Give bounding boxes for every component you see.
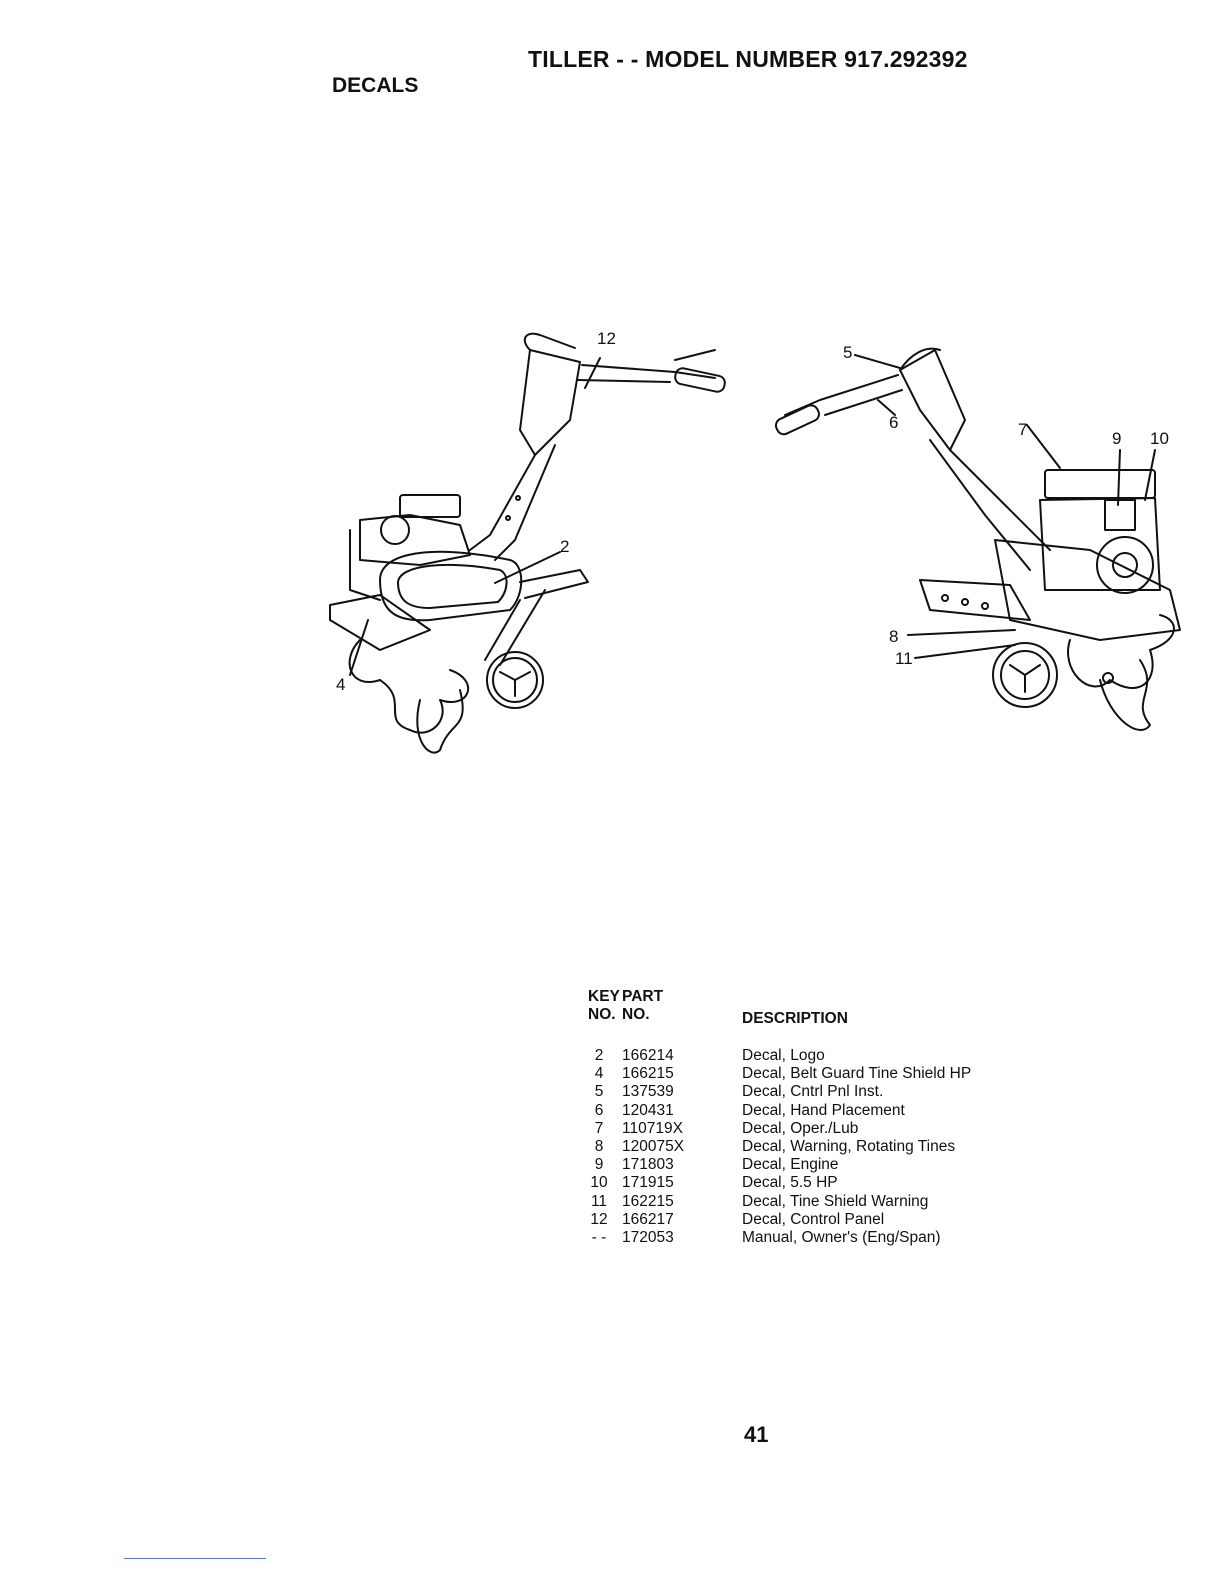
tiller-illustration-right [760,340,1200,760]
key-no: 2 [594,1047,604,1064]
key-no: 4 [594,1065,604,1083]
key-no: 7 [594,1119,604,1137]
description: Decal, Engine [742,1156,839,1174]
tiller-illustration-left [320,320,740,770]
callout-5: 5 [843,343,853,362]
page-number: 41 [744,1422,769,1447]
section-heading: DECALS [332,74,419,97]
description: Decal, Warning, Rotating Tines [742,1137,956,1155]
callout-10: 10 [1150,429,1169,448]
key-no: 9 [594,1156,604,1174]
header-part-no: NO. [622,1006,650,1023]
description: Decal, Control Panel [742,1210,885,1228]
key-no: 5 [594,1083,604,1101]
callout-7: 7 [1018,420,1028,439]
description: Decal, Oper./Lub [742,1119,859,1137]
callout-6: 6 [889,413,899,432]
part-no: 120431 [622,1101,674,1119]
part-no: 166214 [622,1047,674,1064]
part-no: 171915 [622,1174,674,1192]
description: Decal, Cntrl Pnl Inst. [742,1083,884,1101]
page-title: TILLER - - MODEL NUMBER 917.292392 [528,46,968,72]
callout-12: 12 [597,329,616,348]
key-no: 12 [590,1210,608,1228]
callout-4: 4 [336,675,346,694]
description: Decal, Hand Placement [742,1101,905,1119]
key-no: 6 [594,1101,604,1119]
callout-8: 8 [889,627,899,646]
part-no: 137539 [622,1083,674,1101]
header-key-no: NO. [588,1006,616,1023]
callout-9: 9 [1112,429,1122,448]
header-key: KEY [588,988,620,1005]
part-no: 172053 [622,1228,674,1246]
header-part: PART [622,988,664,1005]
footer-rule [124,1558,266,1559]
part-no: 171803 [622,1156,674,1174]
description: Decal, Tine Shield Warning [742,1192,929,1210]
key-no: - - [591,1228,607,1246]
key-no: 8 [594,1137,604,1155]
callout-2: 2 [560,537,570,556]
key-no: 11 [590,1192,608,1210]
part-no: 166215 [622,1065,674,1083]
part-no: 166217 [622,1210,674,1228]
part-no: 110719X [622,1119,683,1137]
description: Decal, 5.5 HP [742,1174,838,1192]
description: Manual, Owner's (Eng/Span) [742,1228,941,1246]
header-description: DESCRIPTION [742,1010,848,1027]
callout-11: 11 [895,649,913,668]
part-no: 162215 [622,1192,674,1210]
description: Decal, Logo [742,1047,825,1064]
description: Decal, Belt Guard Tine Shield HP [742,1065,972,1083]
part-no: 120075X [622,1137,685,1155]
key-no: 10 [590,1174,608,1192]
